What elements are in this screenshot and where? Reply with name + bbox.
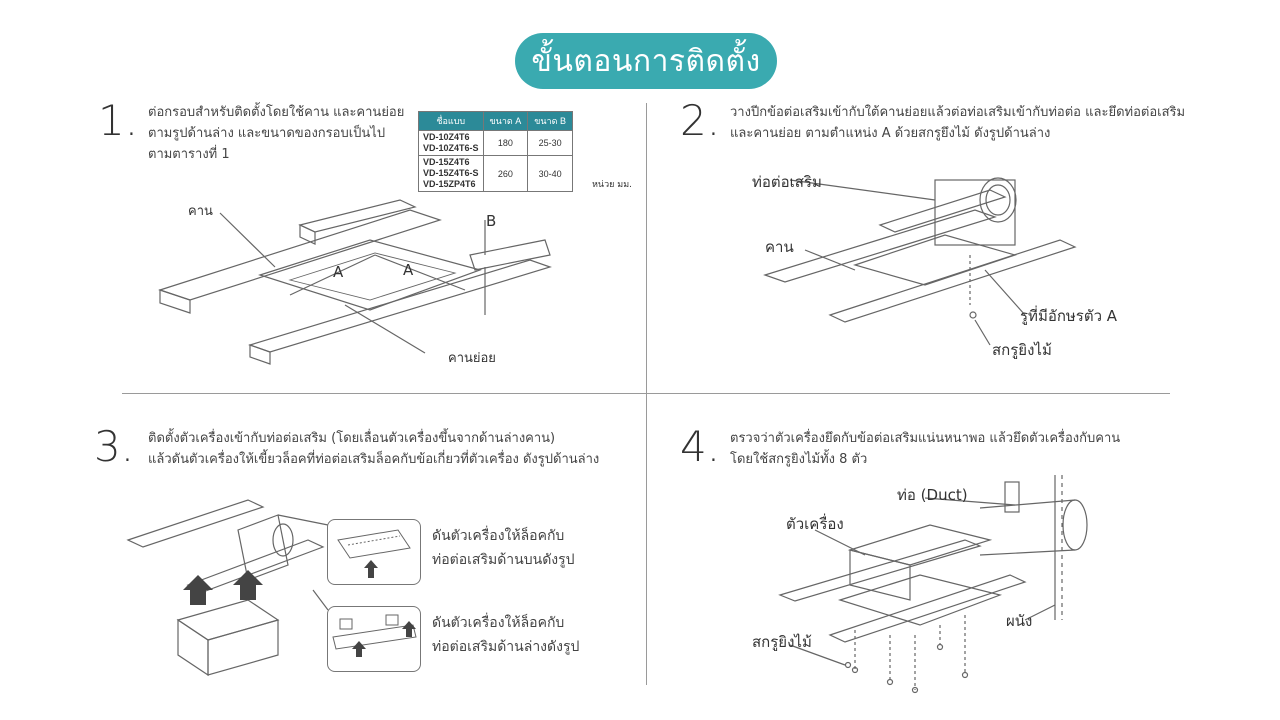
callout-line: ท่อต่อเสริมด้านบนดังรูป bbox=[432, 552, 575, 568]
spec-unit: หน่วย มม. bbox=[592, 180, 632, 190]
spec-a-value: 260 bbox=[482, 155, 529, 192]
sub-beam-label: คานย่อย bbox=[448, 351, 496, 366]
callout-top-text: ดันตัวเครื่องให้ล็อคกับ ท่อต่อเสริมด้านบ… bbox=[432, 524, 575, 572]
spec-model: VD-15Z4T6-S bbox=[423, 168, 479, 178]
spec-header-a: ขนาด A bbox=[482, 111, 529, 131]
unit-label: ตัวเครื่อง bbox=[786, 515, 844, 533]
callout-line: ท่อต่อเสริมด้านล่างดังรูป bbox=[432, 639, 580, 655]
top-lock-detail-icon bbox=[337, 529, 411, 578]
adapter-label: ท่อต่อเสริม bbox=[752, 173, 822, 191]
step-2-description: วางปีกข้อต่อเสริมเข้ากับใต้คานย่อยแล้วต่… bbox=[730, 102, 1185, 144]
step-4-number: 4. bbox=[680, 422, 721, 471]
step-1-desc-line: ต่อกรอบสำหรับติดตั้งโดยใช้คาน และคานย่อย bbox=[148, 105, 405, 120]
spec-b-value: 25-30 bbox=[527, 130, 573, 156]
step-1-number: 1. bbox=[98, 96, 139, 145]
table-row: VD-15Z4T6 VD-15Z4T6-S VD-15ZP4T6 260 30-… bbox=[418, 155, 573, 192]
callout-bottom-text: ดันตัวเครื่องให้ล็อคกับ ท่อต่อเสริมด้านล… bbox=[432, 611, 579, 659]
spec-table-header: ชื่อแบบ ขนาด A ขนาด B bbox=[418, 111, 573, 131]
step-3-desc-line: แล้วดันตัวเครื่องให้เขี้ยวล็อคที่ท่อต่อเ… bbox=[148, 452, 600, 467]
step-1-desc-line: ตามรูปด้านล่าง และขนาดของกรอบเป็นไป bbox=[148, 126, 386, 141]
spec-model: VD-10Z4T6-S bbox=[423, 143, 479, 153]
bottom-lock-detail-icon bbox=[332, 614, 417, 657]
screw-label: สกรูยิงไม้ bbox=[752, 633, 812, 651]
spec-b-value: 30-40 bbox=[527, 155, 573, 192]
spec-model: VD-15Z4T6 bbox=[423, 157, 470, 167]
beam-label: คาน bbox=[188, 204, 213, 219]
inset-bottom-lock bbox=[327, 606, 421, 672]
spec-table: ชื่อแบบ ขนาด A ขนาด B VD-10Z4T6 VD-10Z4T… bbox=[418, 111, 573, 192]
step-4-description: ตรวจว่าตัวเครื่องยึดกับข้อต่อเสริมแน่นหน… bbox=[730, 428, 1120, 470]
step-1-description: ต่อกรอบสำหรับติดตั้งโดยใช้คาน และคานย่อย… bbox=[148, 102, 404, 165]
dimension-a-label: A bbox=[333, 263, 344, 281]
step-2-adapter-diagram bbox=[763, 177, 1077, 346]
spec-model: VD-10Z4T6 bbox=[423, 132, 470, 142]
page-title: ขั้นตอนการติดตั้ง bbox=[515, 33, 777, 89]
vertical-divider bbox=[646, 103, 647, 685]
dimension-b-label: B bbox=[486, 212, 497, 230]
table-row: VD-10Z4T6 VD-10Z4T6-S 180 25-30 bbox=[418, 130, 573, 156]
duct-label: ท่อ (Duct) bbox=[897, 486, 968, 504]
inset-top-lock bbox=[327, 519, 421, 585]
wall-label: ผนัง bbox=[1006, 612, 1033, 630]
step-3-description: ติดตั้งตัวเครื่องเข้ากับท่อต่อเสริม (โดย… bbox=[148, 428, 599, 470]
step-4-install-diagram bbox=[778, 475, 1088, 694]
step-2-desc-line: และคานย่อย ตามตำแหน่ง A ด้วยสกรูยึงไม้ ด… bbox=[730, 126, 1051, 141]
spec-models: VD-10Z4T6 VD-10Z4T6-S bbox=[418, 130, 484, 156]
beam-label: คาน bbox=[765, 238, 794, 256]
spec-models: VD-15Z4T6 VD-15Z4T6-S VD-15ZP4T6 bbox=[418, 155, 484, 192]
step-2-number: 2. bbox=[680, 96, 721, 145]
spec-model: VD-15ZP4T6 bbox=[423, 179, 476, 189]
step-3-desc-line: ติดตั้งตัวเครื่องเข้ากับท่อต่อเสริม (โดย… bbox=[148, 431, 556, 446]
callout-line: ดันตัวเครื่องให้ล็อคกับ bbox=[432, 615, 565, 631]
step-1-desc-line: ตามตารางที่ 1 bbox=[148, 147, 230, 162]
step-4-desc-line: ตรวจว่าตัวเครื่องยึดกับข้อต่อเสริมแน่นหน… bbox=[730, 431, 1121, 446]
step-3-number: 3. bbox=[94, 422, 135, 471]
spec-header-model: ชื่อแบบ bbox=[418, 111, 484, 131]
step-3-unit-diagram bbox=[126, 499, 329, 677]
hole-a-label: รูที่มีอักษรตัว A bbox=[1020, 307, 1118, 325]
dimension-a-label: A bbox=[403, 261, 414, 279]
screw-label: สกรูยิงไม้ bbox=[992, 341, 1052, 359]
spec-header-b: ขนาด B bbox=[527, 111, 573, 131]
step-4-desc-line: โดยใช้สกรูยิงไม้ทั้ง 8 ตัว bbox=[730, 452, 868, 467]
spec-a-value: 180 bbox=[482, 130, 529, 156]
callout-line: ดันตัวเครื่องให้ล็อคกับ bbox=[432, 528, 565, 544]
step-1-frame-diagram bbox=[158, 199, 552, 365]
step-2-desc-line: วางปีกข้อต่อเสริมเข้ากับใต้คานย่อยแล้วต่… bbox=[730, 105, 1186, 120]
